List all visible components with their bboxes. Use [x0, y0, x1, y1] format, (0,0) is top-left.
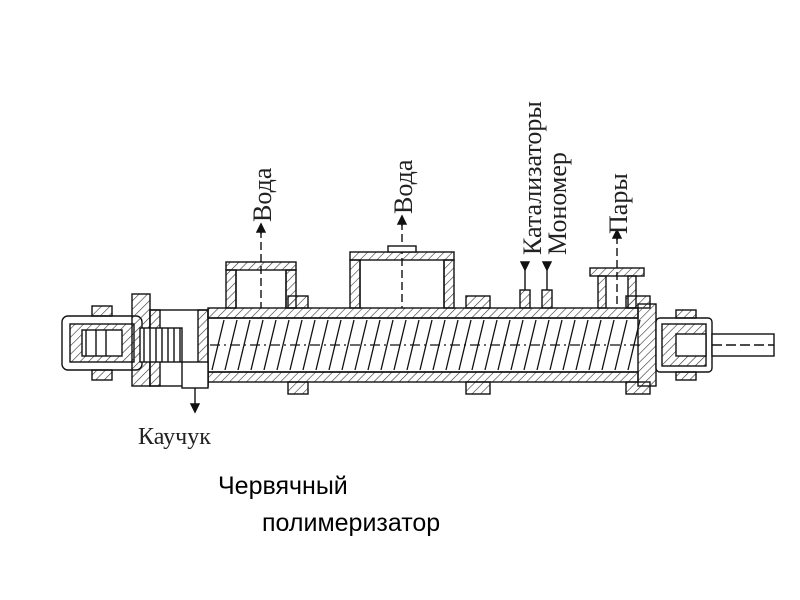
screw-flight: [549, 319, 563, 371]
screw-flight: [354, 319, 368, 371]
screw-flight: [328, 319, 342, 371]
screw-flight: [575, 319, 589, 371]
screw-flight: [484, 319, 498, 371]
rubber-chamber: [139, 327, 209, 389]
screw-flight: [458, 319, 472, 371]
caption-line-1: Червячный: [218, 472, 348, 500]
screw-flight: [380, 319, 394, 371]
screw-flight: [302, 319, 316, 371]
label-monomer: Мономер: [543, 152, 572, 255]
screw-flight: [237, 319, 251, 371]
screw-flight: [224, 319, 238, 371]
screw-flight: [510, 319, 524, 371]
screw-flight: [276, 319, 290, 371]
screw-flight: [588, 319, 602, 371]
screw-flight: [601, 319, 615, 371]
screw-flight: [497, 319, 511, 371]
screw-flight: [211, 319, 225, 371]
screw-flight: [393, 319, 407, 371]
label-catalysts: Катализаторы: [518, 101, 547, 255]
screw-flight: [367, 319, 381, 371]
screw-flight-lines: [211, 319, 641, 371]
right-end-housing: [637, 303, 775, 387]
label-water-outlet-2: Вода: [389, 159, 418, 214]
screw-flight: [263, 319, 277, 371]
label-vapors: Пары: [604, 173, 633, 234]
screw-flight: [250, 319, 264, 371]
screw-flight: [614, 319, 628, 371]
screw-flight: [315, 319, 329, 371]
label-water-outlet-1: Вода: [248, 167, 277, 222]
vapor-outlet-pipe: [589, 236, 645, 309]
screw-flight: [536, 319, 550, 371]
screw-flight: [289, 319, 303, 371]
screw-flight: [432, 319, 446, 371]
water-outlet-2-pipe: [349, 222, 455, 309]
caption-line-2: полимеризатор: [262, 509, 441, 537]
water-outlet-1-pipe: [225, 230, 297, 309]
screw-flight: [627, 319, 641, 371]
screw-flight: [419, 319, 433, 371]
left-end-housing: [61, 305, 143, 381]
flow-arrows: [189, 214, 623, 414]
screw-flight: [523, 319, 537, 371]
label-rubber: Каучук: [138, 424, 211, 450]
screw-flight: [562, 319, 576, 371]
screw-flight: [341, 319, 355, 371]
screw-flight: [445, 319, 459, 371]
screw-flight: [471, 319, 485, 371]
screw-flight: [406, 319, 420, 371]
